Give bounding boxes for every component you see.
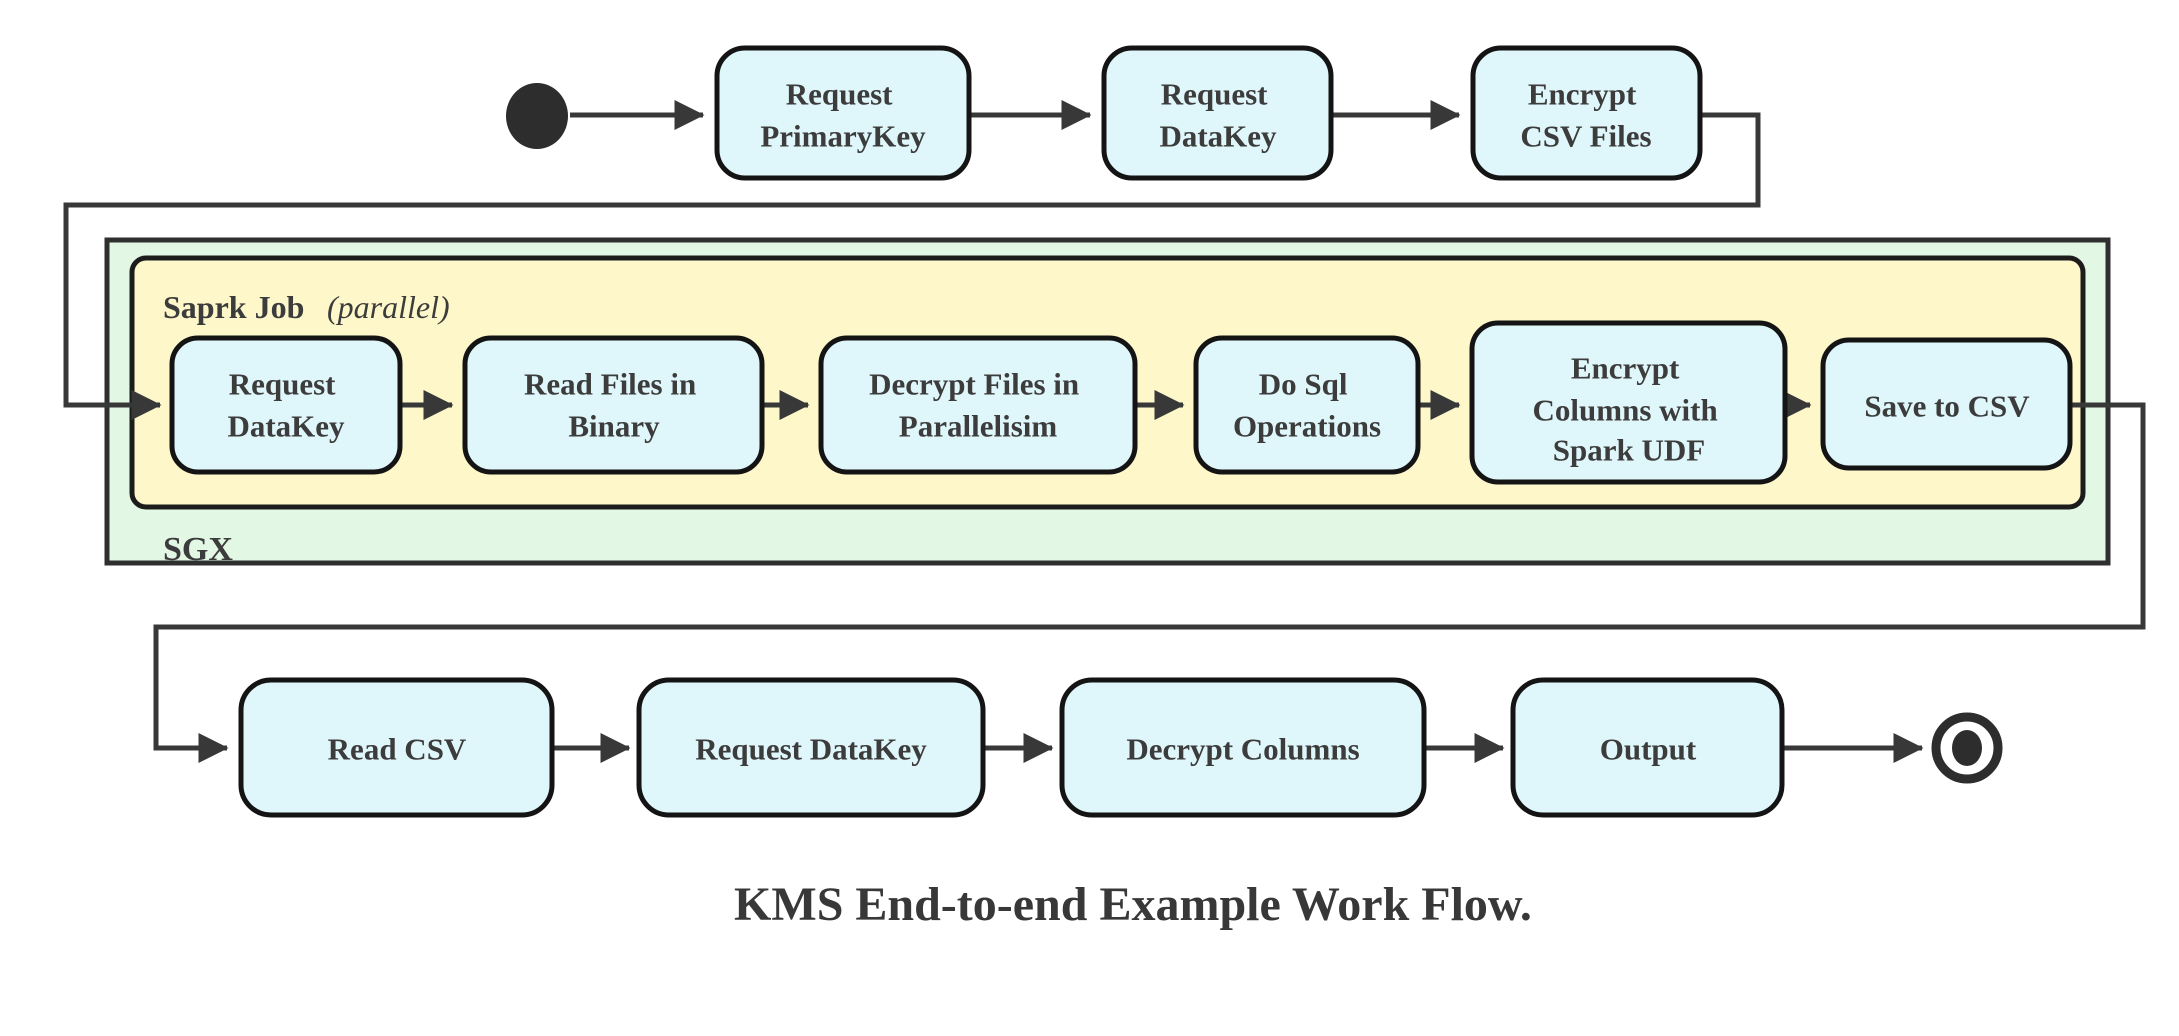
activity-output: Output (1510, 677, 1785, 818)
activity-label: Request DataKey (1159, 66, 1277, 154)
activity-box (636, 677, 986, 818)
flow-connector (63, 112, 1761, 420)
activity-box (1470, 45, 1703, 181)
activity-box (238, 677, 555, 818)
activity-box (462, 335, 765, 475)
activity-label: Request DataKey (695, 732, 927, 767)
activity-read-files-in-binary: Read Files in Binary (462, 335, 765, 475)
activity-label: Read CSV (328, 732, 467, 767)
activity-request-datakey-client: Request DataKey (636, 677, 986, 818)
sgx-label: SGX (163, 531, 233, 568)
activity-box (1101, 45, 1334, 181)
activity-label: Read Files in Binary (524, 356, 704, 444)
activity-box (818, 335, 1138, 475)
activity-do-sql-operations: Do Sql Operations (1193, 335, 1421, 475)
activity-box (1059, 677, 1427, 818)
start-node (506, 83, 568, 149)
end-node-inner-dot (1952, 730, 1982, 766)
activity-read-csv: Read CSV (238, 677, 555, 818)
activity-decrypt-files-in-parallelisim: Decrypt Files in Parallelisim (818, 335, 1138, 475)
diagram-caption: KMS End-to-end Example Work Flow. (734, 878, 1532, 931)
activity-encrypt-csv-files: Encrypt CSV Files (1470, 45, 1703, 181)
flow-connector (153, 402, 2146, 763)
spark-job-parallel-label: (parallel) (327, 289, 450, 325)
activity-label: Decrypt Files in Parallelisim (869, 356, 1087, 444)
activity-encrypt-columns-with-spark-udf: Encrypt Columns with Spark UDF (1469, 320, 1788, 485)
activity-label: Decrypt Columns (1126, 732, 1359, 767)
spark-job-label: Saprk Job (163, 289, 304, 325)
activity-label: Request DataKey (227, 356, 345, 444)
activity-box (1193, 335, 1421, 475)
activity-label: Encrypt Columns with Spark UDF (1533, 340, 1726, 468)
activity-decrypt-columns: Decrypt Columns (1059, 677, 1427, 818)
activity-box (1820, 337, 2073, 471)
activity-box (1469, 320, 1788, 485)
activity-box (169, 335, 403, 475)
end-node (1931, 712, 2003, 784)
activity-label: Encrypt CSV Files (1520, 66, 1651, 154)
activity-request-datakey: Request DataKey (1101, 45, 1334, 181)
activity-box (714, 45, 972, 181)
activity-label: Do Sql Operations (1233, 356, 1381, 444)
activity-save-to-csv: Save to CSV (1820, 337, 2073, 471)
activity-label: Save to CSV (1864, 389, 2030, 424)
activity-label: Request PrimaryKey (760, 66, 926, 154)
activity-request-primarykey: Request PrimaryKey (714, 45, 972, 181)
activity-label: Output (1600, 732, 1697, 767)
activity-request-datakey-sgx: Request DataKey (169, 335, 403, 475)
activity-box (1510, 677, 1785, 818)
